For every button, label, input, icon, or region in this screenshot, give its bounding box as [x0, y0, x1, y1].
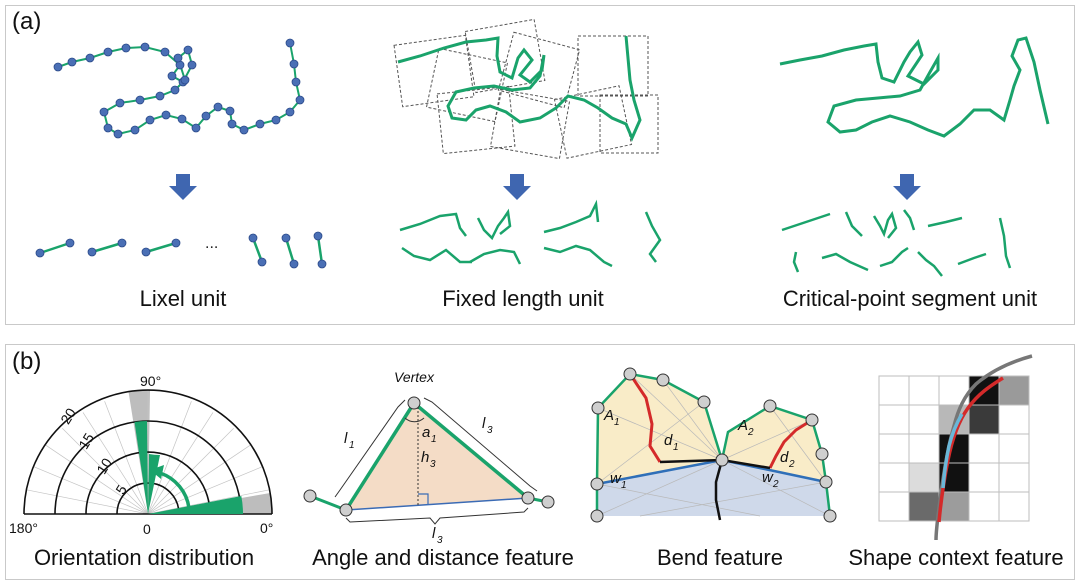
vertex-label: Vertex [394, 369, 435, 385]
svg-text:w: w [762, 469, 774, 486]
down-arrow-2 [503, 174, 531, 200]
svg-text:2: 2 [747, 427, 754, 438]
down-arrow-1 [169, 174, 197, 200]
svg-text:1: 1 [431, 434, 437, 445]
lixel-input-line [53, 38, 305, 139]
svg-text:2: 2 [772, 479, 779, 490]
label-l3-bottom: l 3 [432, 525, 443, 546]
svg-text:A: A [603, 407, 614, 424]
lixel-units: ... [35, 231, 327, 269]
panel-b-label: (b) [12, 348, 42, 375]
panel-a [5, 5, 1075, 325]
label-h3: h 3 [421, 449, 436, 470]
svg-text:A: A [737, 417, 748, 434]
svg-text:l: l [432, 525, 436, 542]
svg-text:2: 2 [788, 459, 795, 470]
svg-text:w: w [610, 470, 622, 487]
label-l1: l 1 [344, 430, 355, 451]
polar-tick-5: 5 [112, 482, 130, 497]
polar-label-180: 180° [9, 520, 38, 536]
label-A2: A 2 [737, 417, 754, 438]
caption-fixed-length-unit: Fixed length unit [442, 286, 604, 311]
bend-diagram [590, 367, 837, 523]
svg-text:h: h [421, 449, 429, 466]
polar-tick-10: 10 [93, 455, 115, 477]
svg-text:1: 1 [673, 442, 679, 453]
label-l3-right: l 3 [482, 415, 493, 436]
polar-label-90: 90° [140, 373, 161, 389]
svg-text:d: d [780, 449, 789, 466]
caption-shape-context-feature: Shape context feature [848, 545, 1064, 570]
polar-tick-20: 20 [57, 405, 79, 427]
caption-critical-point-unit: Critical-point segment unit [782, 286, 1038, 311]
svg-text:a: a [422, 424, 430, 441]
label-w2: w 2 [762, 469, 779, 490]
label-a1: a 1 [422, 424, 437, 445]
caption-orientation-distribution: Orientation distribution [33, 545, 255, 570]
label-A1: A 1 [603, 407, 620, 428]
svg-text:1: 1 [614, 417, 620, 428]
label-d2: d 2 [780, 449, 795, 470]
svg-text:3: 3 [437, 535, 443, 546]
angle-distance-diagram [303, 396, 555, 525]
panel-a-label: (a) [12, 8, 42, 35]
polar-chart [23, 389, 273, 515]
shape-context-grid [878, 354, 1033, 541]
svg-text:3: 3 [430, 459, 436, 470]
down-arrow-3 [893, 174, 921, 200]
label-d1: d 1 [664, 432, 679, 453]
caption-bend-feature: Bend feature [657, 545, 783, 570]
svg-text:1: 1 [349, 440, 355, 451]
polar-label-0: 0° [260, 520, 273, 536]
caption-lixel-unit: Lixel unit [139, 286, 227, 311]
svg-text:3: 3 [487, 425, 493, 436]
svg-text:l: l [482, 415, 486, 432]
critical-point-units [781, 209, 1012, 277]
polar-tick-15: 15 [75, 430, 97, 452]
label-w1: w 1 [610, 470, 627, 491]
critical-point-input [779, 36, 1050, 138]
caption-angle-distance-feature: Angle and distance feature [312, 545, 574, 570]
polar-label-center: 0 [143, 521, 151, 537]
svg-text:1: 1 [621, 480, 627, 491]
svg-text:d: d [664, 432, 673, 449]
polar-green-sector-0 [148, 496, 244, 514]
lixel-ellipsis: ... [205, 235, 218, 252]
fixed-length-units [399, 199, 662, 268]
svg-text:l: l [344, 430, 348, 447]
polar-green-sector-90 [134, 421, 148, 514]
